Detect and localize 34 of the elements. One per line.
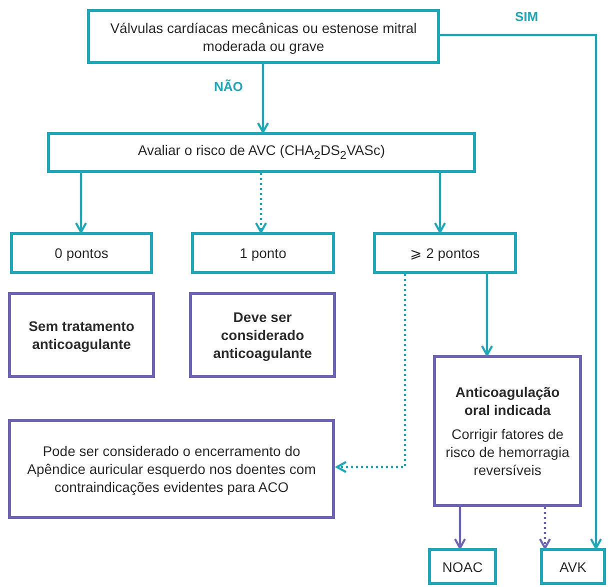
arrow <box>480 274 494 356</box>
process-box <box>191 232 335 274</box>
node-text: Deve ser considerado anticoagulante <box>212 308 313 362</box>
arrow <box>256 64 270 134</box>
arrow <box>538 507 552 550</box>
node-text: 0 pontos <box>54 244 108 262</box>
edge-label: NÃO <box>212 79 245 94</box>
edge-label: SIM <box>513 9 540 24</box>
arrow <box>74 173 88 234</box>
process-box <box>47 132 476 173</box>
node-text: ⩾ 2 pontos <box>410 244 480 262</box>
node-text: Pode ser considerado o encerramento do Apêndice auricular esquerdo nos doentes com contraindicações evidentes para ACO <box>26 442 317 496</box>
node-text: NOAC <box>442 558 483 576</box>
arrow <box>254 173 268 234</box>
arrow <box>440 34 602 550</box>
process-box <box>540 548 606 585</box>
node-text: Avaliar o risco de AVC (CHA$_{2}$DS$_{2}$VASc) <box>138 140 386 164</box>
outcome-box <box>433 355 582 507</box>
outcome-box <box>189 292 336 378</box>
heading-text: Anticoagulação oral indicada <box>454 383 561 419</box>
outcome-box <box>8 419 335 519</box>
arrow <box>434 173 446 234</box>
node-text: 1 ponto <box>240 244 286 262</box>
process-box <box>373 232 517 274</box>
node-text: Sem tratamento anticoagulante <box>28 317 136 353</box>
node-text: AVK <box>560 558 586 576</box>
process-box <box>87 9 440 64</box>
arrow <box>454 507 466 550</box>
arrow <box>336 274 406 474</box>
process-box <box>10 232 153 274</box>
node-text: Corrigir fatores de risco de hemorragia reversíveis <box>444 425 570 479</box>
node-text: Válvulas cardíacas mecânicas ou estenose mitral moderada ou grave <box>109 18 418 54</box>
process-box <box>428 548 497 585</box>
outcome-box <box>8 292 155 378</box>
